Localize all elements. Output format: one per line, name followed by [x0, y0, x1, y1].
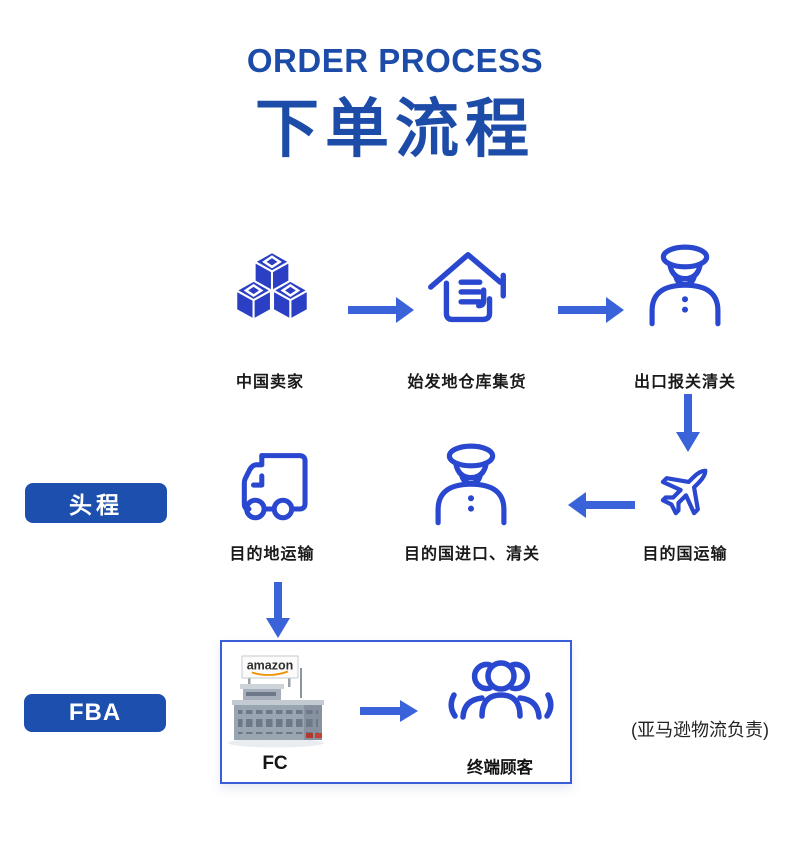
amazon-sign: amazon	[241, 655, 299, 679]
amazon-fc-building: amazon	[228, 655, 324, 748]
step-label: 目的国运输	[642, 546, 728, 563]
arrow-down-icon	[676, 394, 700, 452]
customers-crowd-icon	[448, 660, 554, 720]
arrow-left-icon	[568, 492, 635, 518]
stage-badge-fba: FBA	[24, 694, 166, 732]
warehouse-icon	[428, 252, 506, 323]
fc-label: FC	[262, 753, 288, 774]
fba-note: (亚马逊物流负责)	[631, 720, 769, 740]
airplane-icon	[660, 468, 708, 516]
amazon-smile	[251, 670, 289, 676]
amazon-sign-text: amazon	[247, 659, 294, 673]
page-title-en: ORDER PROCESS	[246, 42, 544, 79]
customs-officer-icon	[435, 443, 507, 526]
arrow-down-icon	[266, 582, 290, 638]
building-shadow	[228, 738, 324, 748]
step-label: 中国卖家	[235, 374, 304, 391]
step-label: 目的国进口、清关	[403, 546, 540, 563]
customs-officer-icon	[649, 244, 721, 327]
step-label: 始发地仓库集货	[407, 374, 527, 391]
arrow-right-icon	[348, 297, 414, 323]
stage-badge-label: FBA	[68, 699, 122, 726]
loading-dock	[315, 733, 322, 738]
loading-dock	[306, 733, 313, 738]
step-label: 出口报关清关	[633, 374, 736, 391]
customer-label: 终端顾客	[467, 759, 533, 777]
arrow-right-icon	[558, 297, 624, 323]
truck-icon	[241, 453, 308, 521]
building-antenna	[300, 668, 302, 698]
stage-badge-first-leg: 头程	[25, 483, 167, 523]
page-title-zh: 下单流程	[255, 93, 535, 165]
boxes-icon	[234, 250, 310, 322]
stage-badge-label: 头程	[69, 492, 123, 518]
step-label: 目的地运输	[229, 546, 315, 563]
arrow-right-icon	[360, 700, 418, 722]
